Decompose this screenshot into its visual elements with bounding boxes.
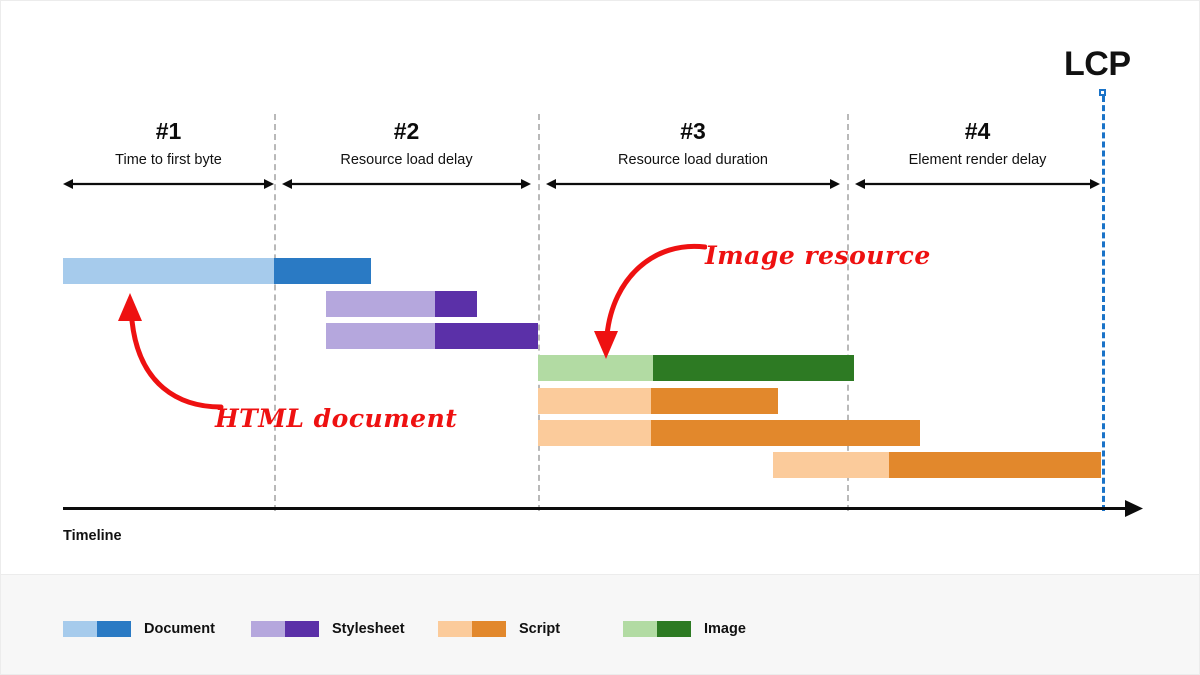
legend-item-image[interactable]: Image	[623, 619, 746, 639]
timeline-axis-line	[63, 507, 1131, 510]
bar-script-3	[773, 452, 1101, 478]
bar-stylesheet-2	[326, 323, 538, 349]
bar-image-delay	[538, 355, 653, 381]
legend-label-script: Script	[519, 621, 561, 637]
legend-item-stylesheet[interactable]: Stylesheet	[251, 619, 405, 639]
chart-plot-area: LCP #1 Time to first byte #2 Resource lo…	[1, 1, 1199, 574]
bar-stylesheet-1-duration	[435, 291, 477, 317]
lcp-milestone-line	[1102, 96, 1105, 511]
phase-divider-1	[274, 114, 276, 511]
bar-document-delay	[63, 258, 274, 284]
phase-1-name: Time to first byte	[115, 152, 222, 168]
phase-2-name: Resource load delay	[340, 152, 473, 168]
bar-script-1	[538, 388, 778, 414]
legend-label-document: Document	[144, 621, 215, 637]
bar-stylesheet-2-delay	[326, 323, 435, 349]
bar-stylesheet-1-delay	[326, 291, 435, 317]
legend-swatch-image	[623, 621, 691, 637]
timeline-axis-label: Timeline	[63, 528, 122, 544]
phase-divider-3	[847, 114, 849, 511]
phase-1-number: #1	[155, 118, 182, 144]
phase-3-name: Resource load duration	[618, 152, 768, 168]
html-document-annotation-arrow	[118, 293, 224, 410]
bar-document-duration	[274, 258, 371, 284]
phase-3-arrow	[546, 179, 840, 189]
image-resource-annotation: Image resource	[705, 241, 931, 270]
html-document-annotation: HTML document	[215, 404, 458, 433]
chart-legend: Document Stylesheet Script Image	[1, 574, 1199, 674]
bar-stylesheet-2-duration	[435, 323, 538, 349]
bar-image-duration	[653, 355, 854, 381]
legend-label-image: Image	[704, 621, 746, 637]
legend-item-document[interactable]: Document	[63, 619, 215, 639]
bar-document	[63, 258, 371, 284]
bar-script-2	[538, 420, 920, 446]
bar-script-2-duration	[651, 420, 920, 446]
phase-2-number: #2	[393, 118, 420, 144]
legend-swatch-script	[438, 621, 506, 637]
timeline-axis-arrowhead	[1125, 500, 1143, 517]
phase-4-name: Element render delay	[908, 152, 1047, 168]
image-resource-annotation-arrow	[594, 243, 707, 359]
legend-swatch-document	[63, 621, 131, 637]
lcp-label: LCP	[1064, 45, 1131, 83]
phase-4-number: #4	[964, 118, 991, 144]
phase-divider-2	[538, 114, 540, 511]
legend-label-stylesheet: Stylesheet	[332, 621, 405, 637]
lcp-marker-cap	[1099, 89, 1106, 96]
bar-script-3-delay	[773, 452, 889, 478]
bar-script-2-delay	[538, 420, 651, 446]
phase-3-number: #3	[680, 118, 706, 144]
phase-2-arrow	[282, 179, 531, 189]
bar-script-1-duration	[651, 388, 778, 414]
phase-1-arrow	[63, 179, 274, 189]
bar-image	[538, 355, 854, 381]
phase-4-arrow	[855, 179, 1100, 189]
legend-swatch-stylesheet	[251, 621, 319, 637]
legend-item-script[interactable]: Script	[438, 619, 560, 639]
bar-script-3-duration	[889, 452, 1101, 478]
bar-stylesheet-1	[326, 291, 477, 317]
bar-script-1-delay	[538, 388, 651, 414]
